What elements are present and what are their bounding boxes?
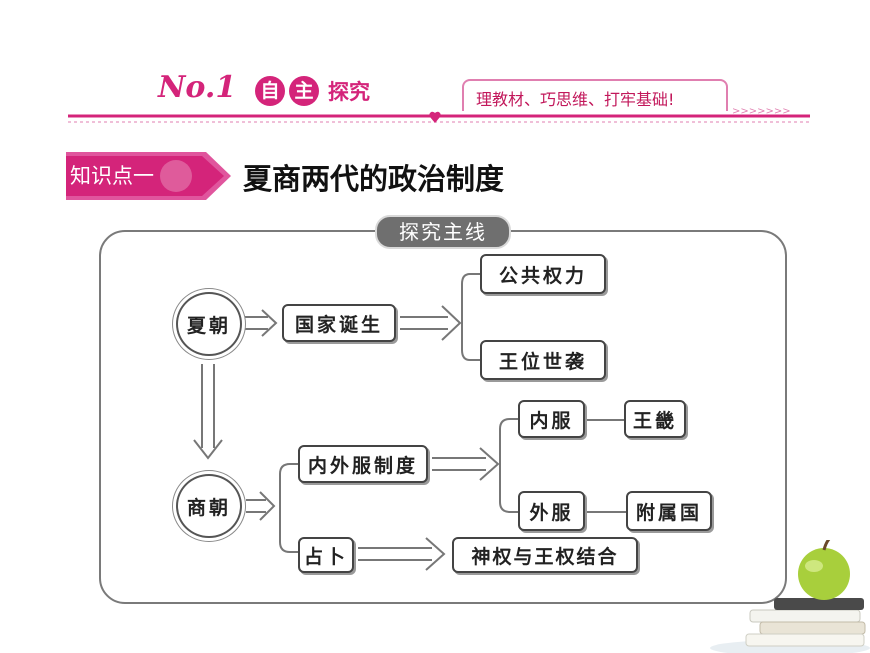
- node-hereditary: 王位世袭: [480, 340, 606, 380]
- node-outer: 外服: [518, 491, 585, 531]
- header-title-tail: 探究: [328, 80, 370, 104]
- node-shang: 商朝: [176, 474, 242, 538]
- arrow-system-split: [432, 447, 500, 481]
- bracket-xia: [461, 273, 480, 361]
- arrow-divination-combine: [358, 537, 446, 571]
- arrow-xia-state: [244, 309, 278, 337]
- apple-books-decoration: [710, 540, 870, 653]
- section-title: 夏商两代的政治制度: [243, 162, 505, 196]
- section-tag-shape: [66, 152, 231, 200]
- node-xia: 夏朝: [176, 292, 242, 356]
- svg-text:>>>>>>>: >>>>>>>: [732, 106, 791, 117]
- arrow-xia-shang: [193, 364, 223, 460]
- slogan-box: [462, 79, 728, 111]
- no1-logo: No.1: [158, 70, 237, 105]
- node-inner-outer-system: 内外服制度: [298, 445, 428, 483]
- arrow-shang-split: [246, 491, 276, 521]
- header-rule: >>>>>>>: [68, 106, 810, 123]
- node-combine: 神权与王权结合: [452, 537, 638, 573]
- node-royal-domain: 王畿: [624, 400, 686, 438]
- node-vassal: 附属国: [626, 491, 712, 531]
- bracket-inner-outer: [499, 418, 518, 513]
- node-divination: 占卜: [298, 537, 354, 573]
- node-state-birth: 国家诞生: [282, 304, 396, 342]
- node-inner: 内服: [518, 400, 585, 438]
- node-public-power: 公共权力: [480, 254, 606, 294]
- circle-zhu: 主: [289, 76, 319, 106]
- slogan-text: 理教材、巧思维、打牢基础!: [476, 90, 675, 109]
- section-tag-label: 知识点一: [70, 164, 154, 188]
- diagram-pill: 探究主线: [375, 215, 511, 249]
- bracket-shang: [279, 463, 298, 553]
- arrow-state-split: [400, 305, 462, 341]
- circle-zi: 自: [255, 76, 285, 106]
